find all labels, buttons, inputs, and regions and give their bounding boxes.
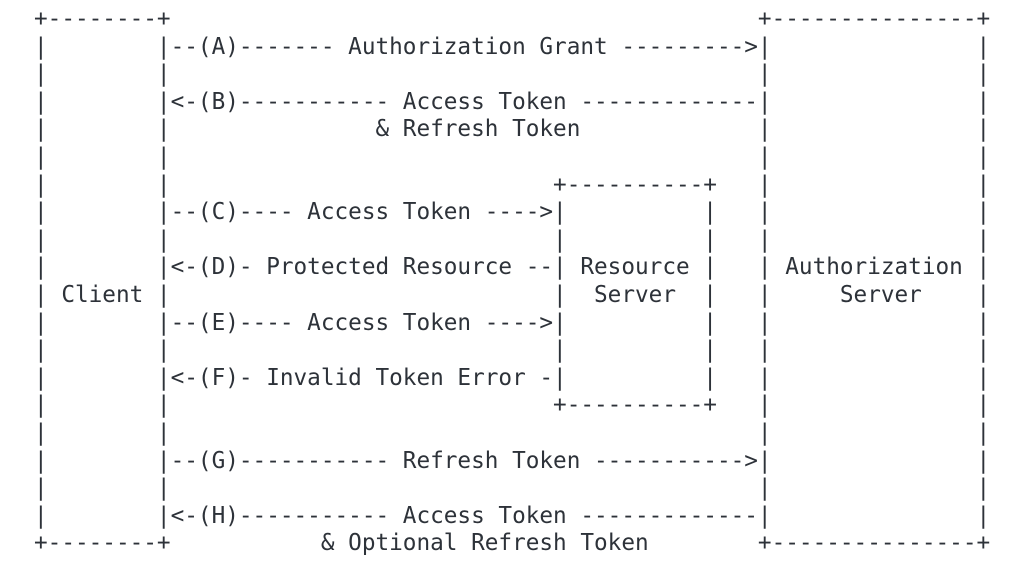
- oauth2-refresh-token-flow-ascii-diagram: +--------+ +---------------+ | |--(A)---…: [34, 6, 991, 557]
- diagram-canvas: +--------+ +---------------+ | |--(A)---…: [34, 6, 991, 557]
